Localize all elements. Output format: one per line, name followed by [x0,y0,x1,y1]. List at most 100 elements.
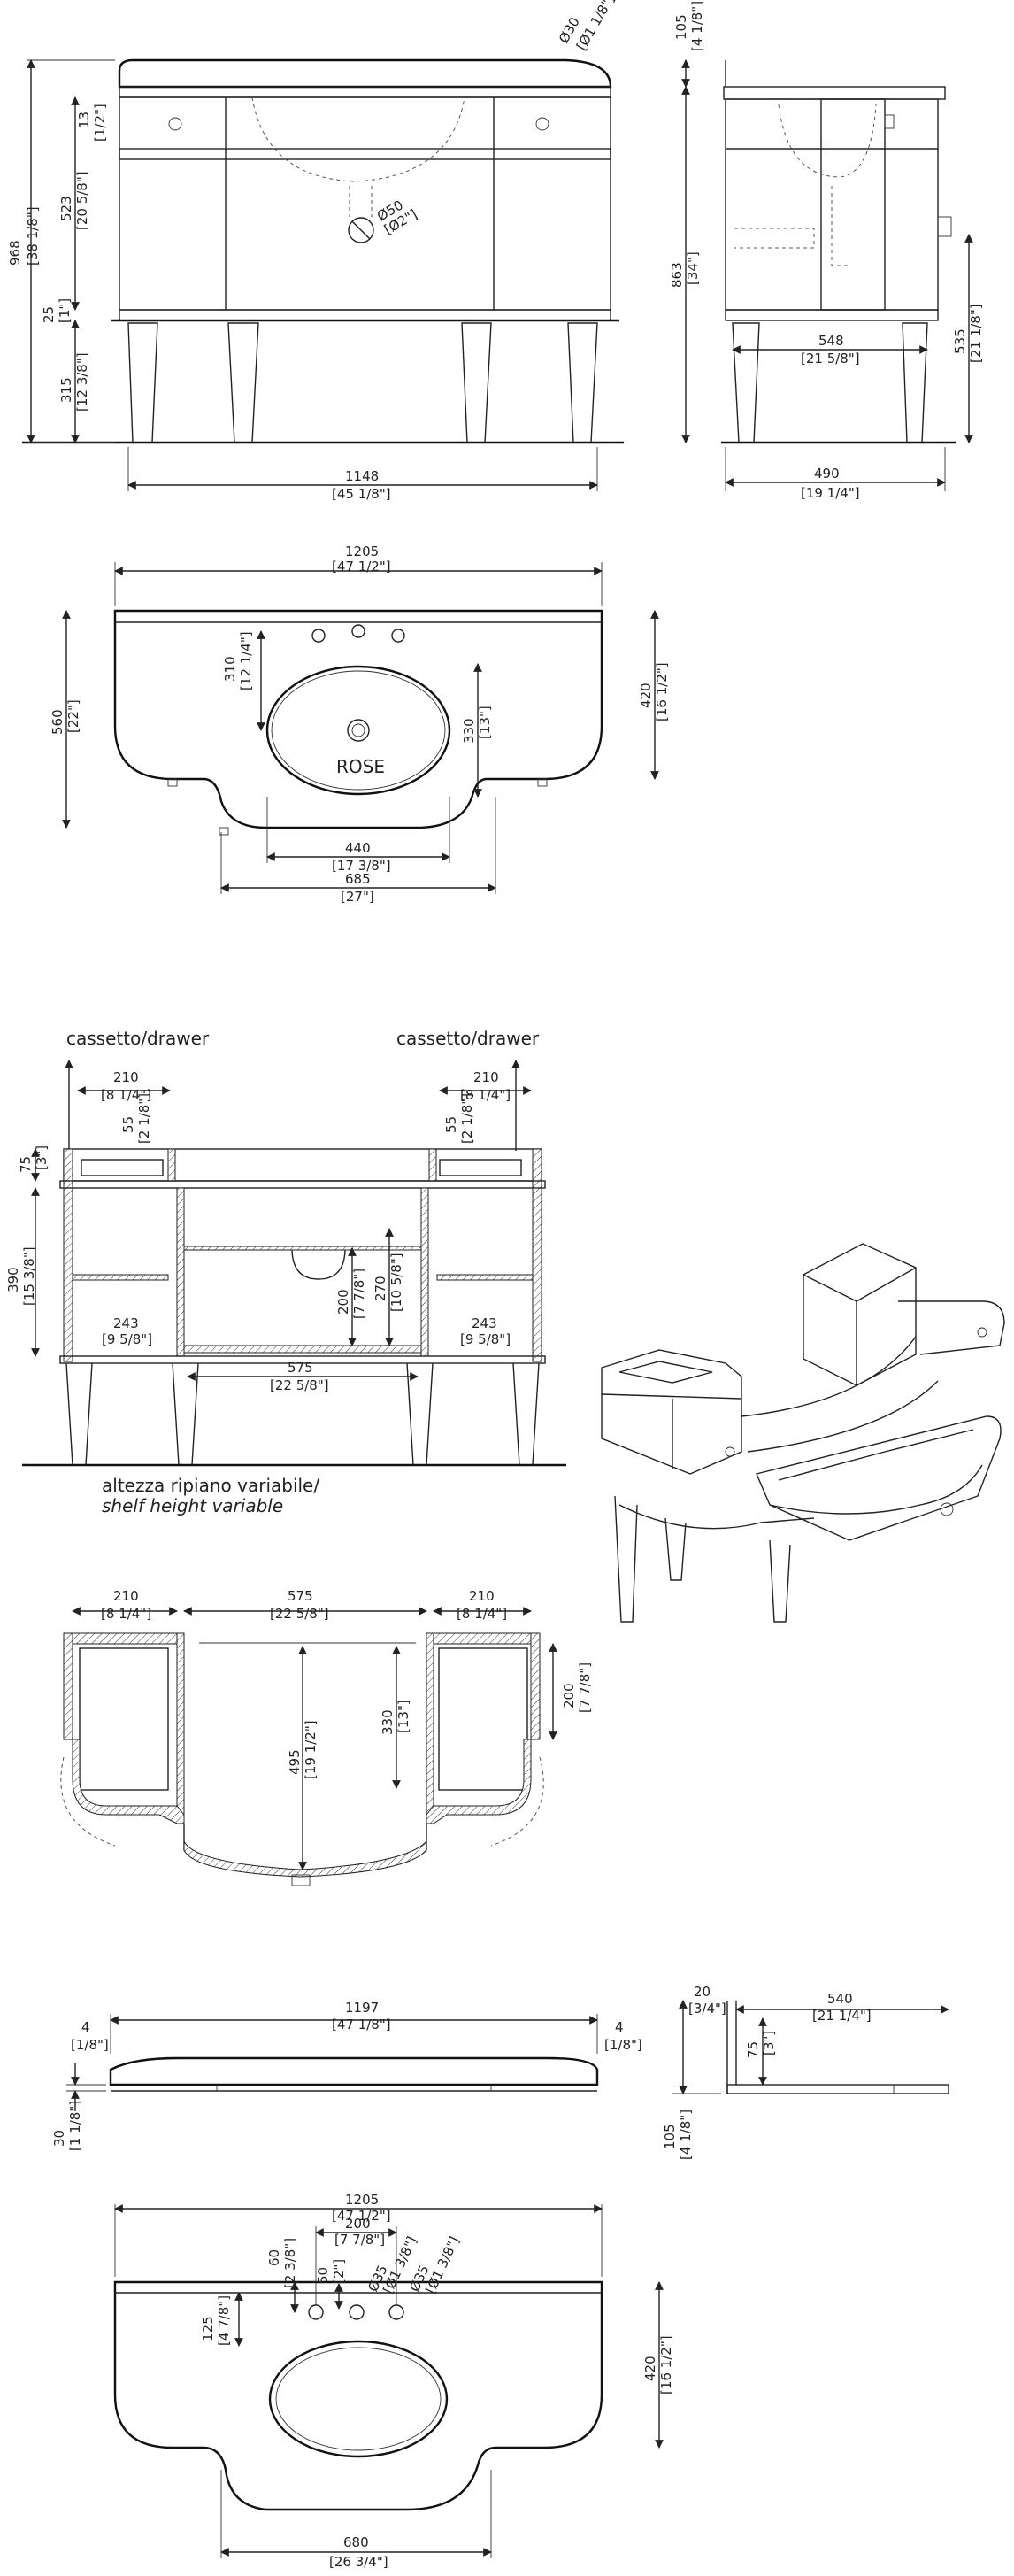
slab-side-top-in: [3/4"] [688,2001,726,2017]
counter-depth-mm: 420 [642,2356,658,2381]
front-height-13-in: [1/2"] [92,104,108,142]
front-elevation-view: 968 [38 1/8"] 13 [1/2"] 523 [20 5/8"] 25… [7,0,624,502]
drawer-w-right-mm: 210 [473,1069,499,1085]
side-w-left-in: [9 5/8"] [102,1331,152,1347]
plan-side-w-left-in: [8 1/4"] [101,1606,151,1622]
plan-right-in: [7 7/8"] [577,1662,593,1713]
slab-side-depth-in: [21 1/4"] [812,2008,872,2024]
section-view: cassetto/drawer cassetto/drawer 210 [8 1… [5,1028,566,1516]
plan-depth-mm: 495 [287,1749,303,1775]
drawer-w-left-mm: 210 [113,1069,139,1085]
plan-section-view: 210 [8 1/4"] 575 [22 5/8"] 210 [8 1/4"] … [60,1588,593,1886]
h125-in: [4 7/8"] [216,2295,232,2346]
front-width-in: [45 1/8"] [332,486,391,502]
bowl-width-mm: 440 [345,840,371,856]
front-height-25-mm: 25 [41,306,57,323]
front-height-total-mm: 968 [7,240,23,266]
shelf-note-line1: altezza ripiano variabile/ [102,1475,319,1496]
side-w-right-mm: 243 [472,1315,497,1331]
slab-side-up-in: [3"] [761,2031,777,2055]
side-pipe-mm: 535 [952,328,968,354]
shelf-h-in: [15 3/8"] [21,1246,37,1306]
side-inner-mm: 548 [818,333,844,349]
bowl-depth-mm: 330 [461,718,477,744]
slab-side-up-mm: 75 [745,2041,761,2058]
drawer-w-right-in: [8 1/4"] [460,1087,511,1103]
bowl-offset-in: [12 1/4"] [238,631,254,690]
side-inner-in: [21 5/8"] [801,351,860,366]
top-h-in: [3"] [34,1145,50,1170]
front-height-315-in: [12 3/8"] [74,352,90,412]
counter-bowl-in: [26 3/4"] [329,2554,388,2570]
top-h-mm: 75 [18,1156,34,1173]
holes-span-mm: 200 [345,2216,371,2232]
basin-right-depth-in: [16 1/2"] [654,662,670,721]
plan-mid-mm: 330 [380,1709,396,1735]
front-height-315-mm: 315 [58,377,74,403]
shelf-h-mm: 390 [5,1267,21,1292]
center-width-in: [27"] [341,889,374,905]
plan-center-w-mm: 575 [288,1588,313,1604]
plan-side-w-right-mm: 210 [469,1588,495,1604]
side-depth-in: [19 1/4"] [801,485,860,501]
plan-side-w-left-mm: 210 [113,1588,139,1604]
side-pipe-in: [21 1/8"] [968,304,984,363]
drawer-label-right: cassetto/drawer [396,1028,540,1049]
basin-plan-view: ROSE 1205 [47 1/2"] 560 [22"] 310 [12 1/… [50,544,670,905]
slab-edge-right-in: [1/8"] [604,2037,642,2053]
slab-width-mm: 1197 [345,2000,379,2016]
side-height-in: [34"] [685,251,701,285]
basin-right-depth-mm: 420 [638,683,654,708]
plan-depth-in: [19 1/2"] [303,1720,319,1779]
bowl-offset-mm: 310 [222,656,238,682]
plan-mid-in: [13"] [396,1700,411,1733]
bowl-depth-in: [13"] [477,706,493,739]
basin-brand-label: ROSE [336,756,385,777]
side-top-in: [4 1/8"] [689,1,705,51]
counter-depth-in: [16 1/2"] [658,2335,674,2395]
slab-side-top-mm: 20 [694,1984,711,2000]
plan-side-w-right-in: [8 1/4"] [457,1606,507,1622]
slab-edge-right-mm: 4 [615,2019,624,2035]
counter-width-mm: 1205 [345,2192,379,2208]
slab-width-in: [47 1/8"] [332,2017,391,2032]
drawer-label-left: cassetto/drawer [66,1028,210,1049]
h50-mm: 50 [315,2267,331,2284]
basin-width-mm: 1205 [345,544,379,559]
plan-right-mm: 200 [561,1683,577,1708]
side-top-mm: 105 [673,14,689,40]
drawer-h-left-mm: 55 [120,1116,136,1133]
side-w-left-mm: 243 [113,1315,139,1331]
inner-h1-mm: 200 [335,1289,351,1315]
holes-span-in: [7 7/8"] [334,2232,385,2248]
h125-mm: 125 [200,2316,216,2341]
inner-h2-in: [10 5/8"] [388,1253,404,1312]
center-w-mm: 575 [288,1360,313,1376]
front-height-total-in: [38 1/8"] [25,206,41,266]
shelf-note-line2: shelf height variable [102,1495,283,1516]
slab-side-h-in: [4 1/8"] [678,2109,694,2160]
drawer-h-left-in: [2 1/8"] [136,1093,152,1144]
drawer-h-right-mm: 55 [443,1116,459,1133]
side-w-right-in: [9 5/8"] [460,1331,511,1347]
center-w-in: [22 5/8"] [270,1377,329,1393]
h60-mm: 60 [266,2249,282,2266]
front-height-523-mm: 523 [58,196,74,221]
top-slab-elevation: 1197 [47 1/8"] 4 [1/8"] 4 [1/8"] 30 [1 1… [51,1984,949,2160]
counter-bowl-mm: 680 [343,2534,369,2550]
center-width-mm: 685 [345,871,371,887]
basin-depth-in: [22"] [65,699,81,733]
h50-in: [2"] [331,2259,347,2284]
side-height-mm: 863 [669,262,685,288]
inner-h2-mm: 270 [373,1276,388,1301]
inner-h1-in: [7 7/8"] [351,1269,367,1319]
isometric-view [601,1243,1005,1623]
bowl-width-in: [17 3/8"] [332,858,391,874]
slab-thick-mm: 30 [51,2130,67,2147]
plan-center-w-in: [22 5/8"] [270,1606,329,1622]
drawer-h-right-in: [2 1/8"] [459,1093,475,1144]
side-elevation-view: 105 [4 1/8"] 863 [34"] 535 [21 1/8"] 548… [669,1,984,501]
basin-depth-mm: 560 [50,709,65,735]
h60-in: [2 3/8"] [282,2238,298,2288]
